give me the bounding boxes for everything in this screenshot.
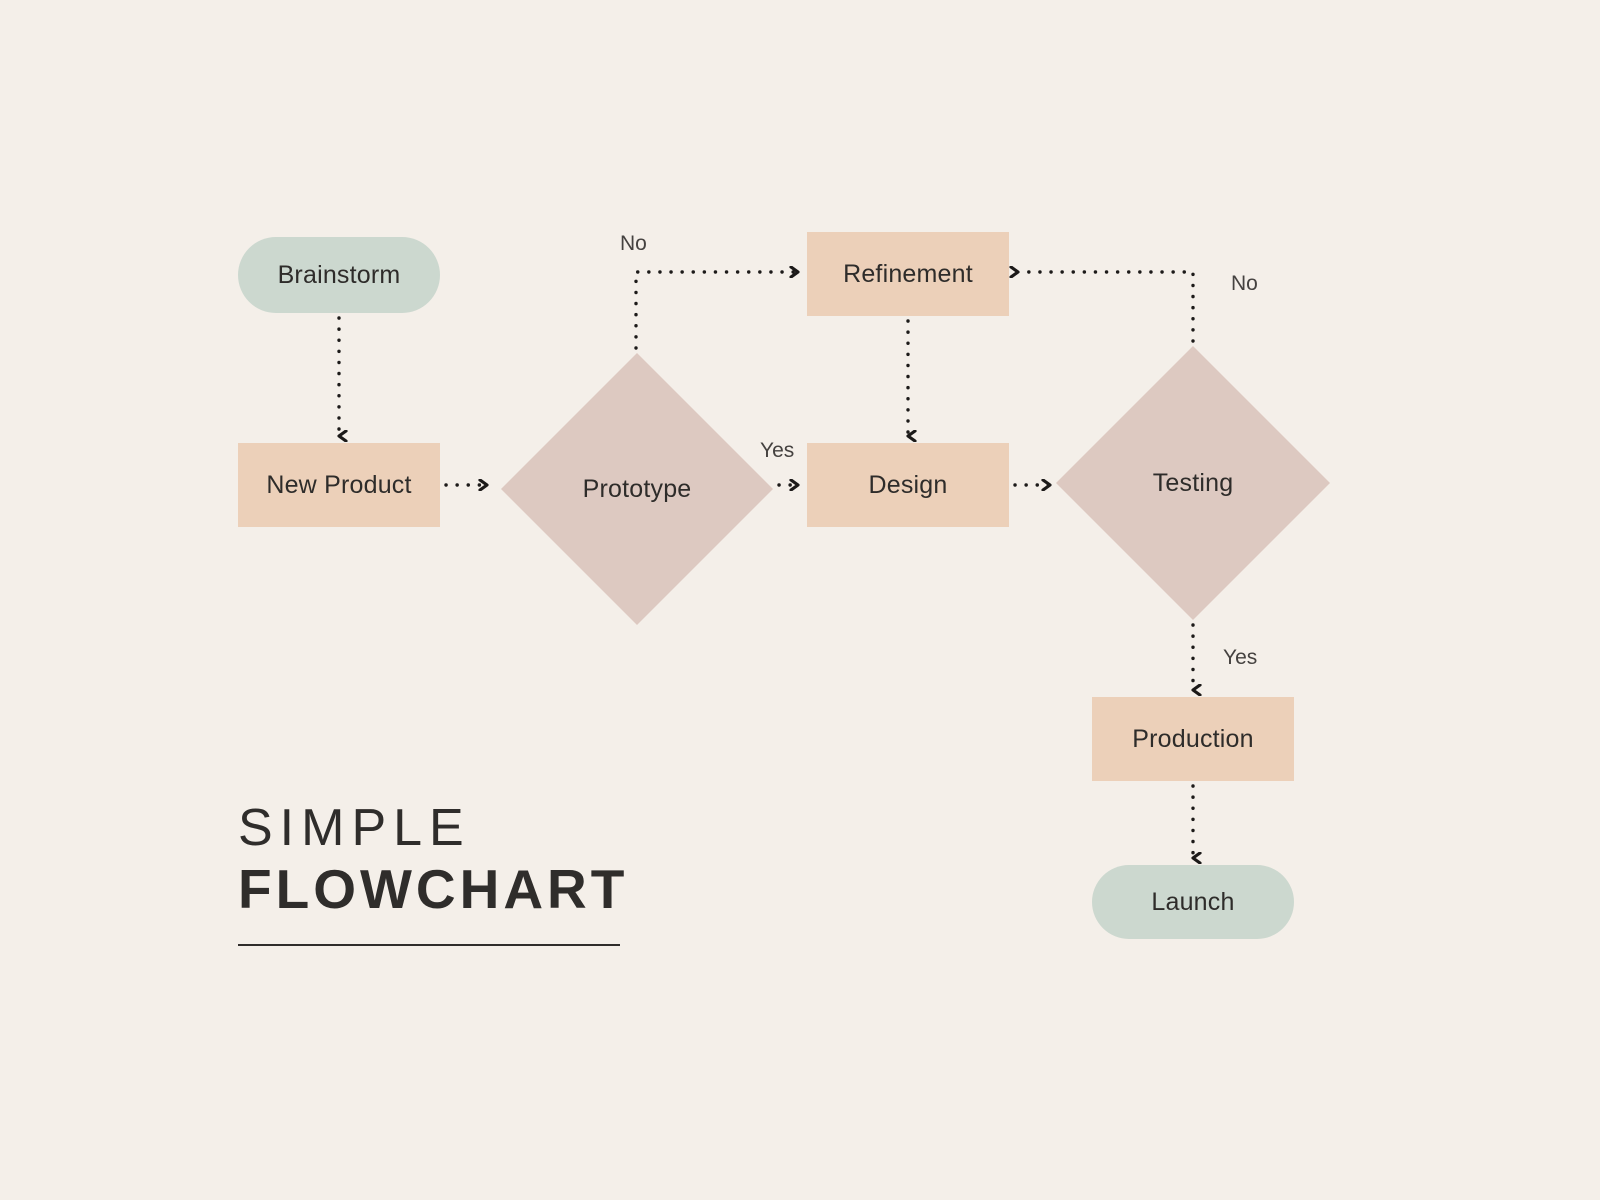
page-title-line2: FLOWCHART [238,858,629,921]
node-launch-label: Launch [1151,887,1235,916]
page-title-line1: SIMPLE [238,799,471,857]
node-testing-label: Testing [1152,468,1234,497]
node-refinement-label: Refinement [843,259,973,288]
edge-label-no-prototype: No [620,232,647,255]
node-brainstorm[interactable]: Brainstorm [238,237,440,313]
node-production[interactable]: Production [1092,697,1294,781]
node-launch[interactable]: Launch [1092,865,1294,939]
node-new-product[interactable]: New Product [238,443,440,527]
edge-label-no-testing: No [1231,272,1258,295]
title-block: SIMPLE FLOWCHART [238,800,658,946]
node-design[interactable]: Design [807,443,1009,527]
edge-label-yes-testing: Yes [1223,646,1258,669]
node-new-product-label: New Product [266,470,412,499]
node-prototype-label: Prototype [582,474,692,503]
edge-testing-no-to-refinement [1018,272,1195,343]
title-underline-rule [238,943,620,946]
edge-label-yes-prototype: Yes [760,439,795,462]
node-refinement[interactable]: Refinement [807,232,1009,316]
node-design-label: Design [868,470,948,499]
node-brainstorm-label: Brainstorm [277,260,401,289]
edge-prototype-no-to-refinement [634,272,800,350]
node-production-label: Production [1132,724,1254,753]
node-prototype[interactable]: Prototype [501,353,773,625]
node-testing[interactable]: Testing [1056,346,1330,620]
